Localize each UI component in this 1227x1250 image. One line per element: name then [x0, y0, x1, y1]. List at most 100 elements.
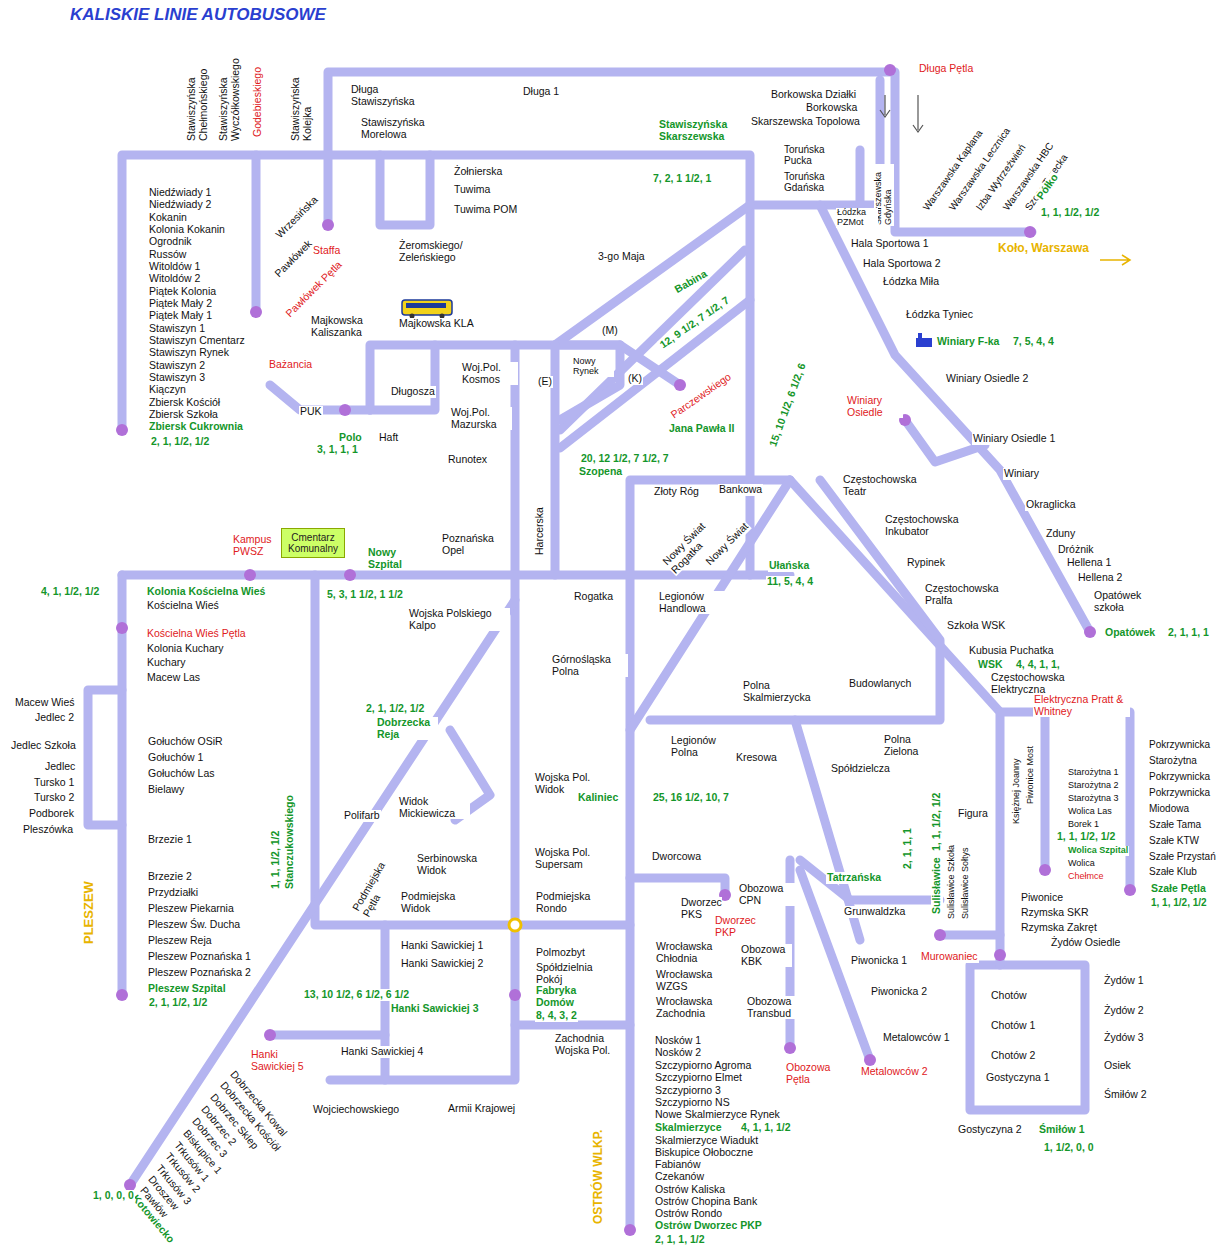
- stop-name: (K): [627, 373, 643, 385]
- terminus-name: Staffa: [312, 245, 341, 257]
- stop-name: Zachodnia Wojska Pol.: [554, 1033, 621, 1056]
- line-frequency-label: Śmiłów 1: [1038, 1124, 1086, 1136]
- stop-name: Nowe Skalmierzyce Rynek: [654, 1109, 781, 1121]
- terminus-name: Winiary Osiedle: [846, 395, 903, 418]
- stop-name: Piątek Mały 1: [148, 310, 213, 322]
- stop-name: Winiary Osiedle 2: [945, 373, 1029, 385]
- stop-name: Hellena 2: [1077, 572, 1123, 584]
- stop-name: Macew Las: [146, 672, 201, 684]
- stop-name: Borek 1: [1067, 820, 1100, 830]
- stop-name: Kolonia Kuchary: [146, 643, 224, 655]
- line-frequency-label: 2, 1, 1/2, 1/2: [365, 703, 425, 715]
- stop-name: Częstochowska Pralfa: [924, 583, 1016, 606]
- stop-name: Wrocławska WZGS: [655, 969, 727, 992]
- stop-name: Szczypiorno NS: [654, 1097, 731, 1109]
- stop-name: Harcerska: [534, 506, 546, 556]
- stop-name: Podborek: [28, 808, 75, 820]
- line-frequency-label: 5, 3, 1 1/2, 1 1/2: [326, 589, 404, 601]
- stop-name: Niedźwiady 1: [148, 187, 212, 199]
- line-frequency-label: 1, 1, 1/2, 1/2: [1056, 831, 1116, 843]
- line-frequency-label: Stawiszyńska Skarszewska: [658, 119, 745, 142]
- stop-name: Sulisławice Sołtys: [961, 846, 971, 920]
- stop-name: Zbiersk Szkoła: [148, 409, 219, 421]
- terminus-name: Godebieskiego: [252, 66, 264, 138]
- stop-name: Gołuchów 1: [147, 752, 204, 764]
- stop-name: Rzymska SKR: [1020, 907, 1090, 919]
- stop-name: (E): [537, 376, 553, 388]
- line-frequency-label: Ułańska: [768, 560, 810, 572]
- stop-name: Hala Sportowa 1: [850, 238, 930, 250]
- stop-name: Żołnierska: [453, 166, 503, 178]
- stop-name: Witoldów 1: [148, 261, 201, 273]
- line-frequency-label: Szałe Pętla: [1150, 883, 1207, 895]
- line-frequency-label: Pleszew Szpital: [147, 983, 227, 995]
- stop-name: Legionów Polna: [670, 735, 732, 758]
- stop-name: Częstochowska Inkubator: [884, 514, 976, 537]
- stop-name: Łódzka Miła: [882, 276, 940, 288]
- line-frequency-label: Fabryka Domów: [535, 985, 587, 1008]
- stop-name: Polifarb: [343, 810, 381, 822]
- stop-name: Śmiłów 2: [1103, 1089, 1148, 1101]
- stop-name: Metalowców 1: [882, 1032, 951, 1044]
- direction-arrows: [880, 95, 923, 132]
- route-lines: [88, 72, 1130, 1230]
- stop-name: Opatówek szkoła: [1093, 590, 1155, 613]
- terminus-name: Murowaniec: [920, 951, 979, 963]
- stop-name: Obozowa KBK: [740, 944, 792, 967]
- stop-name: Szczypiorno Agroma: [654, 1060, 752, 1072]
- stop-name: Łódzka PZMot: [836, 208, 878, 228]
- stop-name: Zduny: [1045, 528, 1076, 540]
- line-frequency-label: 1, 1/2, 0, 0: [1043, 1142, 1095, 1154]
- stop-name: (M): [601, 325, 619, 337]
- stop-name: Biskupice Ołoboczne: [654, 1147, 754, 1159]
- stop-name: Pokrzywnicka: [1148, 771, 1211, 782]
- stop-name: Pleszew Poznańska 2: [147, 967, 252, 979]
- line-frequency-label: 1, 1, 1/2, 1/2: [931, 792, 943, 852]
- line-frequency-label: 4, 1, 1, 1/2: [740, 1122, 792, 1134]
- stop-name: Stawiszyńska Morelowa: [360, 117, 447, 140]
- line-frequency-label: 1, 1, 1/2, 1/2: [1040, 207, 1100, 219]
- stop-name: Podmiejska Rondo: [535, 891, 597, 914]
- stop-name: Borkowska Działki: [770, 89, 857, 101]
- stop-name: Pawłówek: [272, 237, 315, 280]
- line-frequency-label: Polo: [338, 432, 363, 444]
- stop-name: Serbinowska Widok: [416, 853, 488, 876]
- stop-name: Podmiejska Pętla: [350, 859, 398, 920]
- stop-name: Gostyczyna 1: [985, 1072, 1051, 1084]
- stop-name: Majkowska KLA: [398, 318, 475, 330]
- line-frequency-label: 13, 10 1/2, 6 1/2, 6 1/2: [303, 989, 410, 1001]
- stop-name: Pleszew Piekarnia: [147, 903, 235, 915]
- stop-name: Częstochowska Elektryczna: [990, 672, 1082, 695]
- direction-label: Koło, Warszawa: [997, 242, 1090, 255]
- stop-name: Polmozbyt: [535, 947, 586, 959]
- stop-name: Zbiersk Kościół: [148, 397, 221, 409]
- stop-name: Macew Wieś: [14, 697, 76, 709]
- line-frequency-label: Winiary F-ka: [936, 336, 1000, 348]
- line-frequency-label: 25, 16 1/2, 10, 7: [652, 792, 730, 804]
- stop-name: Bankowa: [718, 484, 763, 496]
- stop-name: Piwonicka 2: [870, 986, 928, 998]
- bus-icon: [402, 300, 452, 319]
- stop-name: Nowy Rynek: [572, 357, 614, 377]
- stop-name: Kresowa: [735, 752, 778, 764]
- factory-icon: [916, 333, 932, 347]
- stop-name: Legionów Handlowa: [658, 591, 730, 614]
- stop-name: Szczypiorno 3: [654, 1085, 722, 1097]
- line-frequency-label: Sulisławice: [931, 856, 943, 915]
- terminus-name: Bażancia: [268, 359, 313, 371]
- stop-name: Piwonice Most: [1026, 745, 1036, 805]
- stop-name: Szałe Tama: [1148, 819, 1202, 830]
- stop-name: Szczypiorno Elmet: [654, 1072, 743, 1084]
- stop-name: Długa Stawiszyńska: [350, 84, 437, 107]
- stop-name: Stawiszyńska Chełmońskiego: [186, 60, 209, 142]
- line-frequency-label: Opatówek: [1104, 627, 1156, 639]
- terminus-name: Chełmce: [1067, 872, 1105, 882]
- stop-name: Nosków 1: [654, 1035, 702, 1047]
- stop-name: Wrocławska Zachodnia: [655, 996, 727, 1019]
- stop-name: Żeromskiego/ Zeleńskiego: [398, 240, 480, 263]
- stop-name: Woj.Pol. Kosmos: [461, 362, 518, 385]
- stop-name: Winiary Osiedle 1: [972, 433, 1056, 445]
- stop-name: Czekanów: [654, 1171, 705, 1183]
- stop-name: Ostrów Chopina Bank: [654, 1196, 758, 1208]
- stop-name: Gołuchów OSiR: [147, 736, 224, 748]
